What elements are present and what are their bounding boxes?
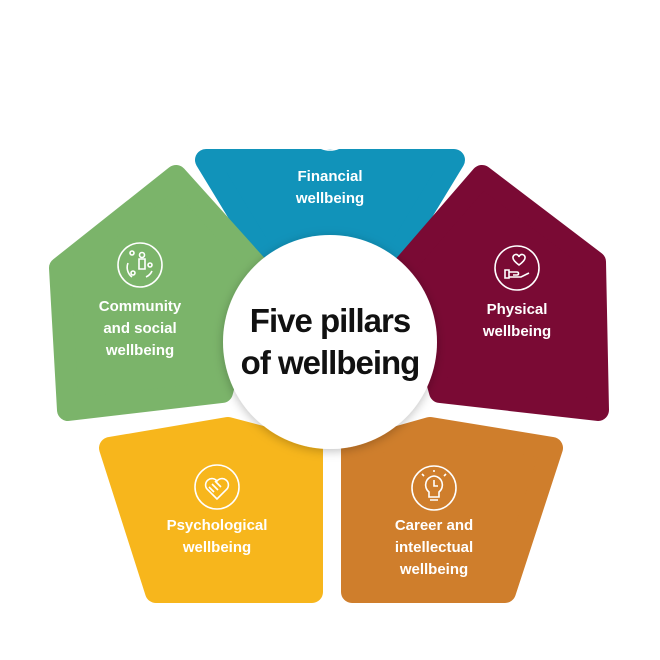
- segment-career: [341, 417, 563, 603]
- label-career: Career and intellectual wellbeing: [344, 515, 524, 581]
- label-psychological: Psychological wellbeing: [127, 515, 307, 559]
- title-line: Five pillars: [249, 302, 411, 339]
- heart-hand-icon: [494, 245, 540, 291]
- segment-psychological: [99, 417, 323, 603]
- label-financial: Financial wellbeing: [240, 166, 420, 210]
- center-title: Five pillars of wellbeing: [230, 300, 430, 384]
- label-line: intellectual: [394, 539, 474, 556]
- label-physical: Physical wellbeing: [427, 299, 607, 343]
- segment-physical: [394, 165, 609, 421]
- label-line: wellbeing: [399, 561, 469, 578]
- handshake-heart-icon: [194, 464, 240, 510]
- label-line: wellbeing: [295, 190, 365, 207]
- label-community: Community and social wellbeing: [50, 296, 230, 362]
- label-line: Physical: [486, 301, 548, 318]
- label-line: Career and: [394, 517, 474, 534]
- label-line: wellbeing: [182, 539, 252, 556]
- label-line: Community: [98, 298, 182, 315]
- label-line: and social: [103, 320, 177, 337]
- center-circle: [223, 235, 437, 449]
- lightbulb-puzzle-icon: [411, 465, 457, 511]
- people-cycle-icon: [117, 242, 163, 288]
- label-line: Financial: [297, 168, 363, 185]
- plant-coin-icon: [307, 105, 353, 151]
- label-line: Psychological: [166, 517, 268, 534]
- title-line: of wellbeing: [240, 344, 421, 381]
- label-line: wellbeing: [482, 323, 552, 340]
- segment-community: [49, 165, 267, 421]
- label-line: wellbeing: [105, 342, 175, 359]
